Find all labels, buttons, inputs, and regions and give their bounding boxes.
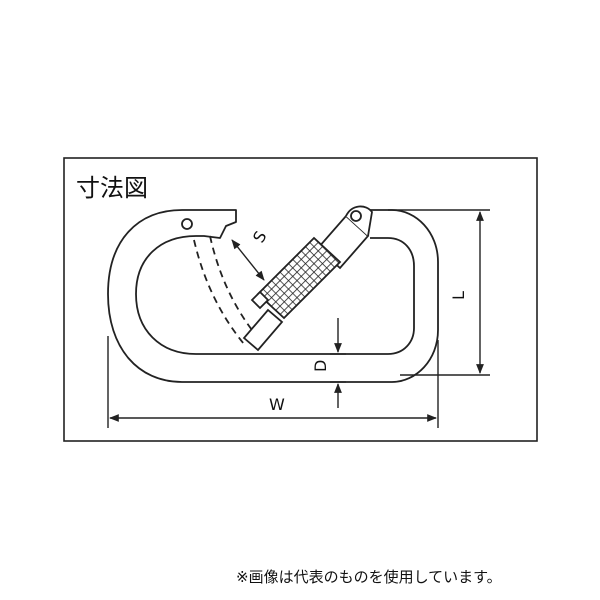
hinge-pin xyxy=(350,210,362,222)
carabiner-nose xyxy=(196,209,237,239)
diagram-title: 寸法図 xyxy=(76,174,148,202)
nose-pin xyxy=(181,218,193,230)
dimension-w-label: W xyxy=(269,395,285,414)
dimension-w xyxy=(107,336,439,428)
carabiner-outer-outline xyxy=(107,209,439,383)
gate-lower-tube xyxy=(242,308,284,352)
dimension-d-label: D xyxy=(311,360,330,372)
image-disclaimer: ※画像は代表のものを使用しています。 xyxy=(236,568,502,586)
carabiner xyxy=(107,209,439,383)
carabiner-gate xyxy=(242,205,373,352)
dimension-l xyxy=(388,209,490,376)
dimension-s xyxy=(231,239,265,281)
dimension-d xyxy=(330,318,346,408)
dimension-l-label: L xyxy=(449,291,468,300)
gate-open-position xyxy=(193,239,245,345)
locking-sleeve-icon xyxy=(256,236,342,320)
carabiner-inner-outline xyxy=(135,235,415,355)
